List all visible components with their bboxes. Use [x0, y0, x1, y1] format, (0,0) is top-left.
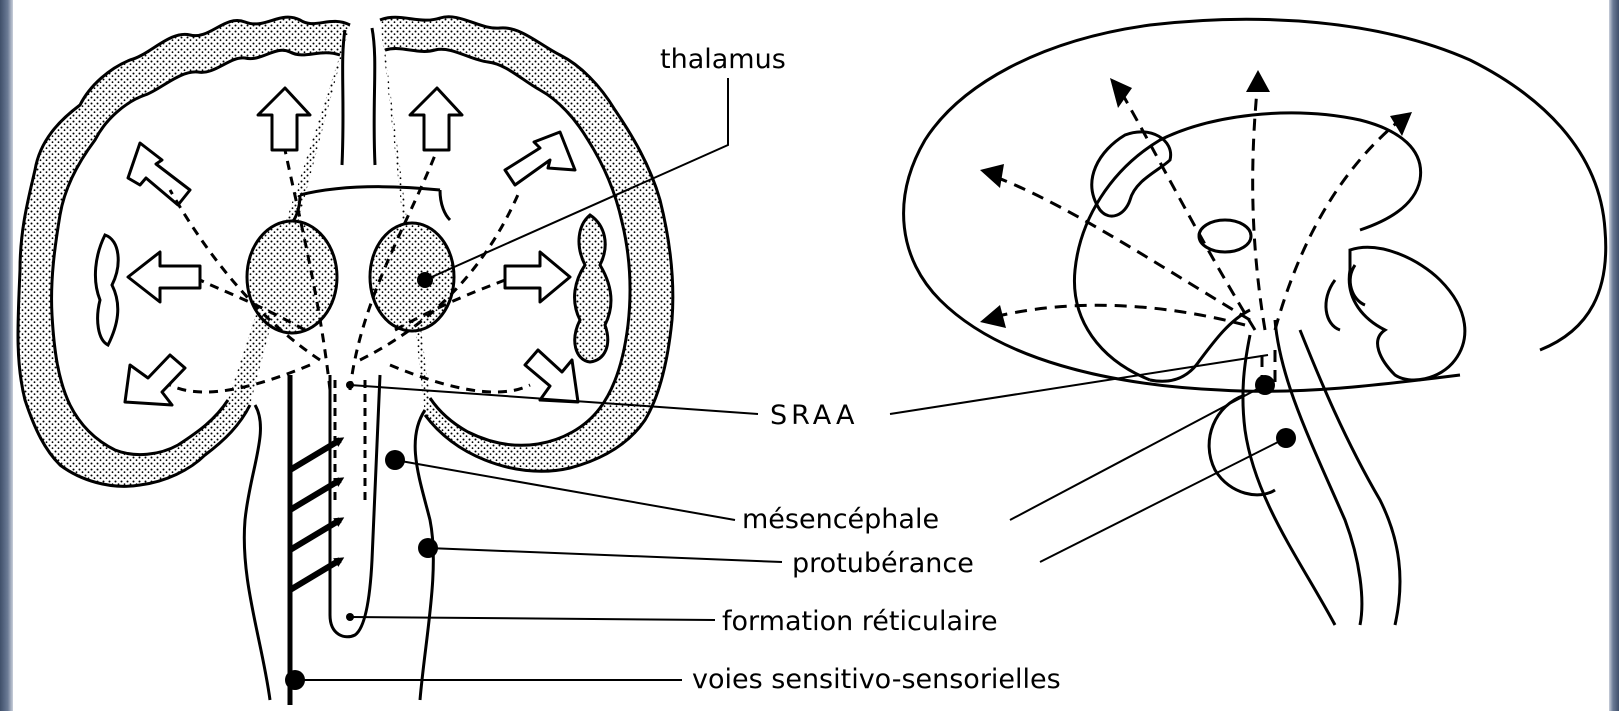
- label-voies: voies sensitivo-sensorielles: [692, 664, 1061, 695]
- label-thalamus: thalamus: [660, 44, 786, 75]
- reticular-formation-column: [330, 375, 380, 637]
- coronal-section: [18, 17, 673, 487]
- label-sraa: SRAA: [770, 400, 859, 431]
- leader-sraa-right: [890, 355, 1268, 414]
- interhemispheric-fissure: [342, 28, 375, 165]
- brainstem-coronal: [244, 375, 433, 705]
- lateral-gyrus-left: [95, 235, 118, 345]
- leader-protuberance-left: [428, 548, 782, 562]
- label-formation-reticulaire: formation réticulaire: [722, 606, 998, 637]
- leader-protuberance-right: [1040, 438, 1286, 562]
- brainstem-sagittal-back: [1300, 330, 1400, 625]
- hemisphere-outline: [904, 19, 1606, 391]
- sensory-collaterals: [290, 440, 340, 590]
- leader-mesencephale-right: [1010, 385, 1265, 520]
- label-protuberance: protubérance: [792, 548, 974, 579]
- thalamus-left: [247, 221, 337, 333]
- sagittal-arrowheads: [980, 70, 1412, 328]
- label-mesencephale: mésencéphale: [742, 504, 939, 535]
- sagittal-thalamus: [1199, 220, 1251, 252]
- leader-formation: [350, 617, 715, 620]
- brainstem-sagittal-mid: [1275, 320, 1362, 625]
- lateral-gyrus-right: [575, 215, 611, 362]
- fornix-loop: [1092, 132, 1171, 216]
- cerebellum-foliage: [1326, 265, 1365, 330]
- cerebellum: [1349, 247, 1465, 380]
